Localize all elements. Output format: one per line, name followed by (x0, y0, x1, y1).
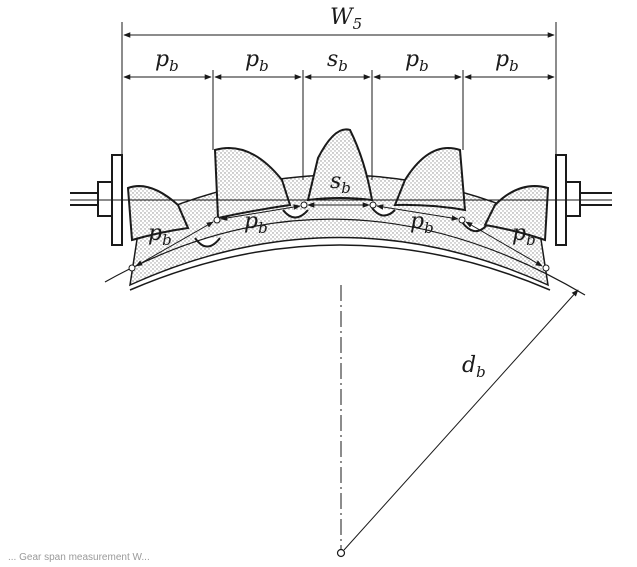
contact-point-left (128, 264, 136, 272)
base-diameter-line (343, 289, 579, 551)
arc-label-4: pb (410, 209, 434, 237)
chain-label-3: sb (327, 47, 348, 75)
extension-lines (121, 22, 557, 180)
chain-label-5: pb (495, 47, 519, 75)
center-point (336, 548, 346, 558)
arc-label-2: pb (244, 209, 268, 237)
chain-label-2: pb (245, 47, 269, 75)
tooth-4 (393, 147, 467, 212)
chain-label-4: pb (405, 47, 429, 75)
arc-label-3: sb (330, 169, 351, 197)
figure-caption: ... Gear span measurement W... (8, 552, 150, 563)
arc-label-1: pb (148, 221, 172, 249)
chain-label-1: pb (155, 47, 179, 75)
base-diameter-label: db (462, 353, 486, 381)
contact-point-right (542, 264, 550, 272)
dimension-lines (123, 32, 555, 80)
arc-label-5: pb (512, 221, 536, 249)
tooth-3 (306, 128, 374, 202)
overall-span-label: W5 (330, 5, 362, 33)
tooth-2 (213, 147, 292, 220)
arc-arrows (135, 202, 543, 267)
